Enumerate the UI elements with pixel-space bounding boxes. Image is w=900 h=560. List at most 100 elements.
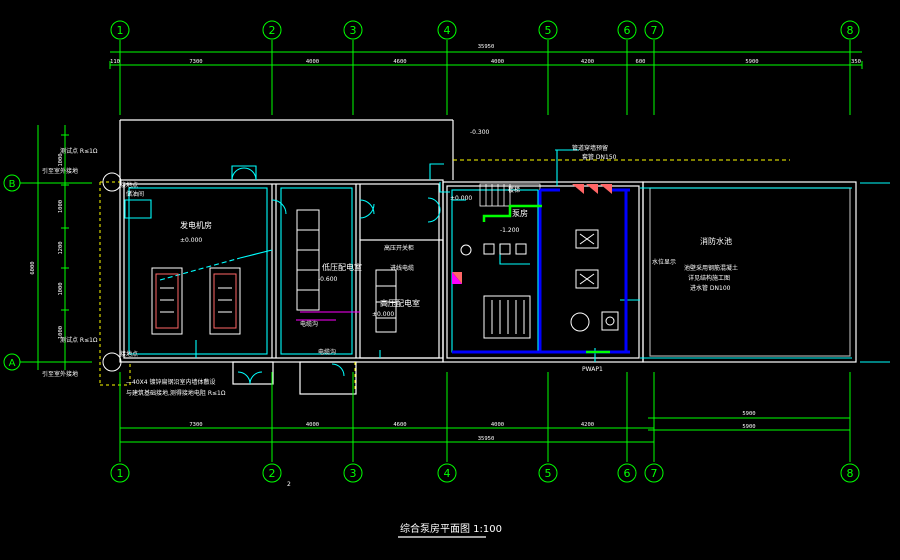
top-dim-5: 4200 [581,59,594,65]
b-note2: 引至室外接地 [42,167,78,175]
high-voltage-room-label: 高压配电室 [380,298,420,308]
axis-bubble-3-top [343,20,363,40]
axis-label-6-bottom: 6 [624,467,631,480]
axis-label-8-top: 8 [847,24,854,37]
pwap-tag: PWAP1 [582,366,603,373]
bottom-right-dim-1: 5900 [742,411,755,417]
pool-pipe: 进水管 DN100 [690,284,731,292]
pool-label: 消防水池 [700,236,732,246]
ground-note1: —40X4 镀锌扁钢沿室内墙体敷设 [126,378,215,386]
axis-label-7-top: 7 [651,24,658,37]
doors [231,167,441,385]
axis-label-A: A [9,358,16,369]
axis-label-2-bottom: 2 [269,467,276,480]
axis-label-6-top: 6 [624,24,631,37]
pump-room-elev: -1.200 [500,227,520,234]
oil-room-label: 储油间 [126,190,144,198]
oil-elev: ±0.000 [450,195,472,202]
axis-bubble-3-bottom [343,463,363,483]
pool-note: 池壁采用钢筋混凝土 [684,264,738,272]
room-labels: 发电机房 ±0.000 低压配电室 -0.600 高压配电室 ±0.000 泵房… [126,190,738,318]
axis-label-5-bottom: 5 [545,467,552,480]
axis-label-8-bottom: 8 [847,467,854,480]
pump-pipe-note: 管道穿墙预留 [572,144,608,152]
ground-note2: 与建筑基础接地,测得接地电阻 R≤1Ω [126,389,226,397]
stairs [479,183,541,207]
pump-equipment [460,229,619,339]
axis-bubble-6-bottom [617,463,637,483]
hatch-marks [452,184,612,284]
top-dim-8: 350 [851,59,861,65]
top-dim-1: 7300 [189,59,202,65]
axis-label-3-top: 3 [350,24,357,37]
left-dim-2: 1200 [58,241,64,254]
left-dim-3: 1000 [58,282,64,295]
lv-note: 高压开关柜 [384,244,414,252]
bottom-total-dim: 35950 [478,436,495,442]
column-a: 接地点 [120,350,138,358]
axis-bubble-1-bottom [110,463,130,483]
axis-bubble-4-top [437,20,457,40]
a-note1: 测试点 R≤1Ω [60,336,98,344]
axis-bubble-A [3,353,21,371]
axis-bubble-6-top [617,20,637,40]
mark-2: 2 [287,481,291,488]
cable-trench: 电缆沟 [318,348,336,356]
axis-label-2-top: 2 [269,24,276,37]
axis-bubble-8-top [840,20,860,40]
axis-label-5-top: 5 [545,24,552,37]
axis-bubble-B [3,174,21,192]
column-b: 接地点 [120,181,138,189]
top-dim-3: 4600 [393,59,406,65]
axis-label-4-top: 4 [444,24,451,37]
axis-label-3-bottom: 3 [350,467,357,480]
axis-label-1-top: 1 [117,24,124,37]
lv-trench: 电缆沟 [300,320,318,328]
low-voltage-elev: -0.600 [318,276,338,283]
left-dim-4: 1000 [58,326,64,339]
drawing-title-text: 综合泵房平面图 1:100 [400,522,502,535]
annotation-labels: -0.300 测试点 R≤1Ω 引至室外接地 测试点 R≤1Ω 引至室外接地 —… [42,129,731,488]
axis-label-4-bottom: 4 [444,467,451,480]
axis-bubble-5-top [538,20,558,40]
pump-pipe-note2: 套管 DN150 [582,153,617,161]
generator-room-label: 发电机房 [180,220,212,230]
stair-label: 楼梯 [508,186,520,194]
bottom-dim-4: 4200 [581,422,594,428]
left-total-dim: 6000 [30,261,36,274]
green-pipe [482,204,610,354]
axis-bubble-1-top [110,20,130,40]
bottom-dim-0: 7300 [189,422,202,428]
column-markers [102,172,122,372]
axis-bubble-8-bottom [840,463,860,483]
axis-bubble-7-top [644,20,664,40]
axis-label-1-bottom: 1 [117,467,124,480]
top-dim-6: 600 [636,59,646,65]
top-dim-7: 5900 [745,59,758,65]
top-dim-0: 110 [110,59,120,65]
hv-elev-note: 进线电缆 [390,264,414,272]
top-dim-2: 4000 [306,59,319,65]
pool-note2: 详见结构施工图 [688,274,730,282]
grid-lines [20,40,890,462]
pump-room-label: 泵房 [512,208,528,218]
bottom-dim-2: 4600 [393,422,406,428]
bottom-dim-1: 4000 [306,422,319,428]
axis-label-B: B [9,179,16,190]
left-dim-0: 1000 [58,153,64,166]
pool-tag: 水位显示 [652,258,676,266]
dashed-outlines [99,159,790,392]
a-note2: 引至室外接地 [42,370,78,378]
generator-units [151,267,241,335]
low-voltage-room-label: 低压配电室 [322,262,362,272]
axis-bubble-4-bottom [437,463,457,483]
bottom-right-dim-2: 5900 [742,424,755,430]
top-total-dim: 35950 [478,44,495,50]
high-voltage-elev: ±0.000 [372,311,394,318]
drawing-title: 综合泵房平面图 1:100 [398,522,502,538]
dimension-lines: 35950 110 7300 4000 4600 4000 4200 600 5900 350 73… [30,44,863,443]
axis-bubble-5-bottom [538,463,558,483]
bottom-dim-3: 4000 [491,422,504,428]
